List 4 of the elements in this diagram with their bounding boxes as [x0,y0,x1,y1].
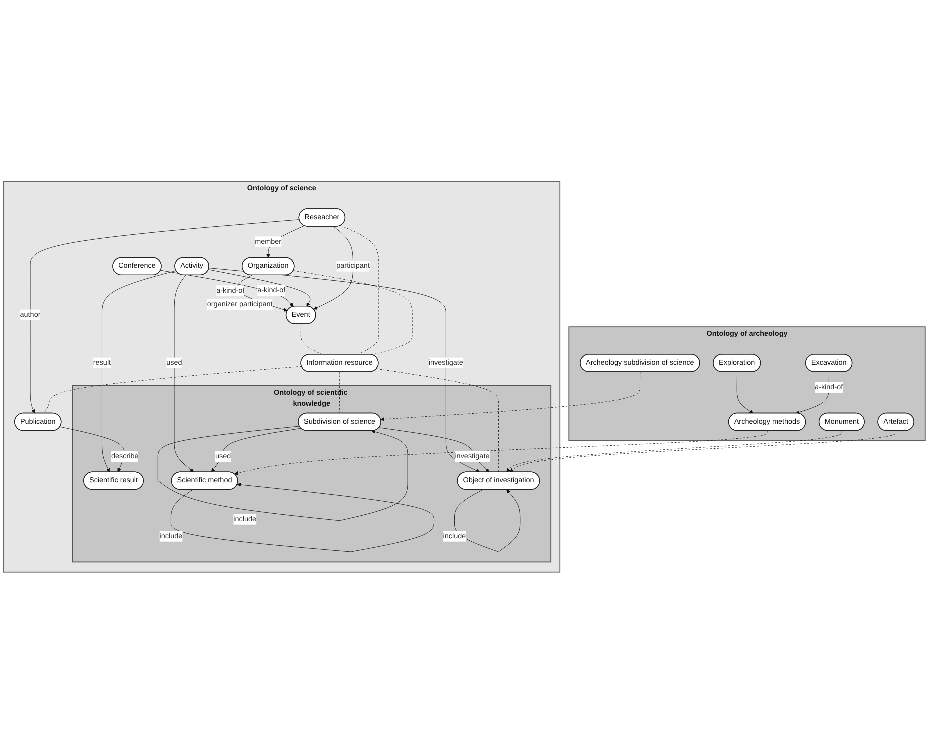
connector [44,366,302,414]
connector [340,225,380,354]
connector [293,270,413,355]
connector [376,368,500,472]
